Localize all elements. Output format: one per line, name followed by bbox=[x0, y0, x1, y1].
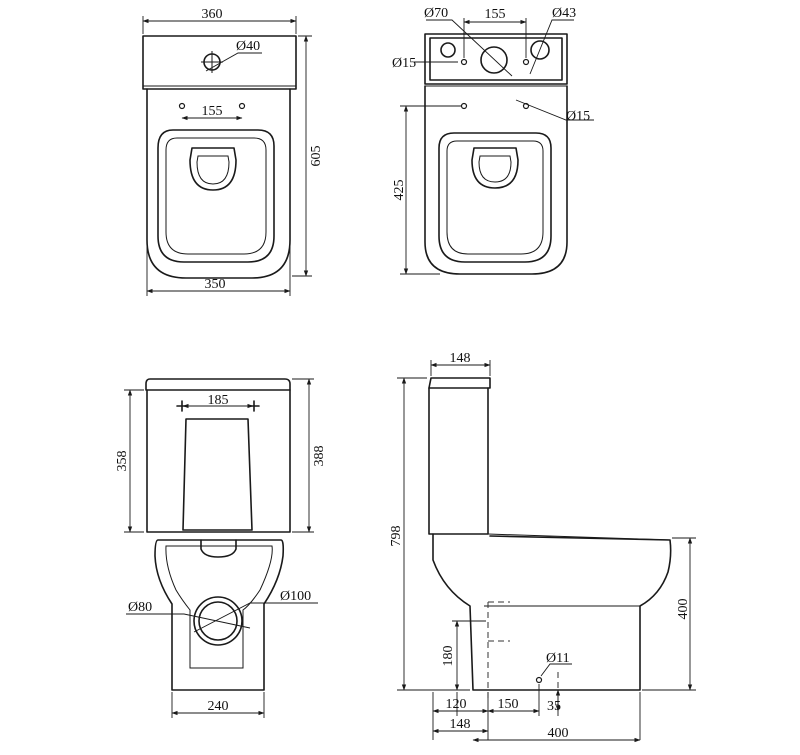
side-view-fix-hole bbox=[535, 676, 543, 684]
top-view: 360 Ø40 155 605 350 bbox=[142, 7, 324, 296]
side-view-outlet-offset-label: 120 bbox=[446, 697, 467, 712]
side-view-tank-depth-ext bbox=[430, 360, 491, 376]
side-view-tank-depth-label: 148 bbox=[450, 351, 471, 366]
front-view: 185 358 388 Ø80 Ø100 240 bbox=[115, 378, 327, 718]
front-view-bolt-spacing-label: 185 bbox=[208, 393, 229, 408]
tank-view-inlet-leader bbox=[529, 19, 574, 75]
side-view-seat-height-label: 400 bbox=[676, 599, 691, 620]
tank-view-seat-outer bbox=[438, 132, 552, 263]
top-view-bolt-spacing-label: 155 bbox=[202, 104, 223, 119]
side-view-fix-height-label: 35 bbox=[547, 699, 561, 714]
tank-view-bowl-hole-left bbox=[460, 102, 468, 110]
side-view-fix-hole-leader bbox=[540, 663, 572, 677]
tank-view-bowl-opening-inner bbox=[478, 155, 512, 183]
front-view-outlet-outer-label: Ø100 bbox=[280, 589, 311, 604]
front-view-left-ext bbox=[124, 389, 144, 533]
tank-view-seat-inner bbox=[446, 140, 544, 255]
front-view-inner-column bbox=[182, 418, 253, 531]
tank-view-bowl-outline bbox=[424, 85, 568, 275]
tank-view-outlet-hole bbox=[480, 46, 508, 74]
top-view-tap-hole-leader bbox=[205, 52, 262, 72]
top-view-tap-hole-cross bbox=[201, 51, 223, 73]
tank-view-inlet-label: Ø43 bbox=[552, 6, 576, 21]
tank-view-bowl-opening bbox=[471, 147, 519, 189]
tank-view-spacing-ext bbox=[463, 18, 527, 58]
top-view-bolt-hole-left bbox=[178, 102, 186, 110]
tank-view-small-hole-b bbox=[522, 58, 530, 66]
side-view: 148 798 400 180 120 150 Ø11 35 148 400 bbox=[389, 351, 696, 743]
tank-view-left-hole bbox=[440, 42, 456, 58]
front-view-tank-height-outer-label: 388 bbox=[312, 446, 327, 467]
top-view-width-top-label: 360 bbox=[202, 7, 223, 22]
tank-view-tank-outline bbox=[424, 33, 568, 85]
top-view-tap-hole-label: Ø40 bbox=[236, 39, 260, 54]
tank-view-inlet-hole bbox=[530, 40, 550, 60]
tank-view-small-hole-left-label: Ø15 bbox=[392, 56, 416, 71]
side-view-tank-offset-label: 148 bbox=[450, 717, 471, 732]
side-view-bowl-rim bbox=[487, 533, 671, 541]
side-view-outlet-height-label: 180 bbox=[441, 646, 456, 667]
front-view-outlet-inner bbox=[198, 601, 238, 641]
tank-view-outlet-label: Ø70 bbox=[424, 6, 448, 21]
side-view-fix-spacing-label: 150 bbox=[498, 697, 519, 712]
tank-view: Ø70 155 Ø43 Ø15 Ø15 425 bbox=[392, 6, 594, 275]
side-view-tank-body bbox=[428, 387, 489, 535]
front-view-outlet-outer-leader bbox=[193, 602, 318, 633]
top-view-seat-outer bbox=[157, 129, 275, 263]
side-view-total-height-label: 798 bbox=[389, 526, 404, 547]
side-view-tank-lid bbox=[428, 377, 491, 389]
side-view-bowl bbox=[432, 533, 672, 691]
side-view-bottom-ext bbox=[432, 684, 641, 740]
front-view-tank-body bbox=[146, 389, 291, 533]
top-view-bowl-opening-inner bbox=[196, 155, 230, 185]
top-view-width-bottom-label: 350 bbox=[205, 277, 226, 292]
top-view-bowl-outline bbox=[146, 88, 291, 279]
tank-view-tank-inner bbox=[429, 37, 563, 81]
front-view-tank-height-inner-label: 358 bbox=[115, 451, 130, 472]
top-view-width-bottom-ext bbox=[146, 242, 291, 296]
front-view-base-width-label: 240 bbox=[208, 699, 229, 714]
front-view-outlet-leader bbox=[126, 613, 251, 629]
side-view-fix-hole-label: Ø11 bbox=[546, 651, 570, 666]
tank-view-bowl-length-label: 425 bbox=[392, 180, 407, 201]
front-view-outlet-inner-label: Ø80 bbox=[128, 600, 152, 615]
front-view-bowl-inner bbox=[165, 545, 273, 669]
tank-view-small-hole-right-label: Ø15 bbox=[566, 109, 590, 124]
top-view-bolt-hole-right bbox=[238, 102, 246, 110]
top-view-bowl-opening bbox=[189, 147, 237, 191]
top-view-depth-label: 605 bbox=[309, 146, 324, 167]
tank-view-outlet-leader bbox=[426, 19, 513, 77]
front-view-bowl-notch bbox=[200, 539, 237, 558]
tank-view-small-hole-a bbox=[460, 58, 468, 66]
front-view-right-ext bbox=[292, 378, 314, 533]
top-view-seat-inner bbox=[165, 137, 267, 255]
tank-view-spacing-label: 155 bbox=[485, 7, 506, 22]
front-view-outlet-outer bbox=[193, 596, 243, 646]
tank-view-small-hole-right-leader bbox=[515, 99, 594, 121]
front-view-bowl-outer bbox=[154, 539, 285, 691]
top-view-tank-outline bbox=[142, 35, 297, 90]
front-view-tank-lid bbox=[145, 378, 291, 391]
side-view-base-length-label: 400 bbox=[548, 726, 569, 741]
